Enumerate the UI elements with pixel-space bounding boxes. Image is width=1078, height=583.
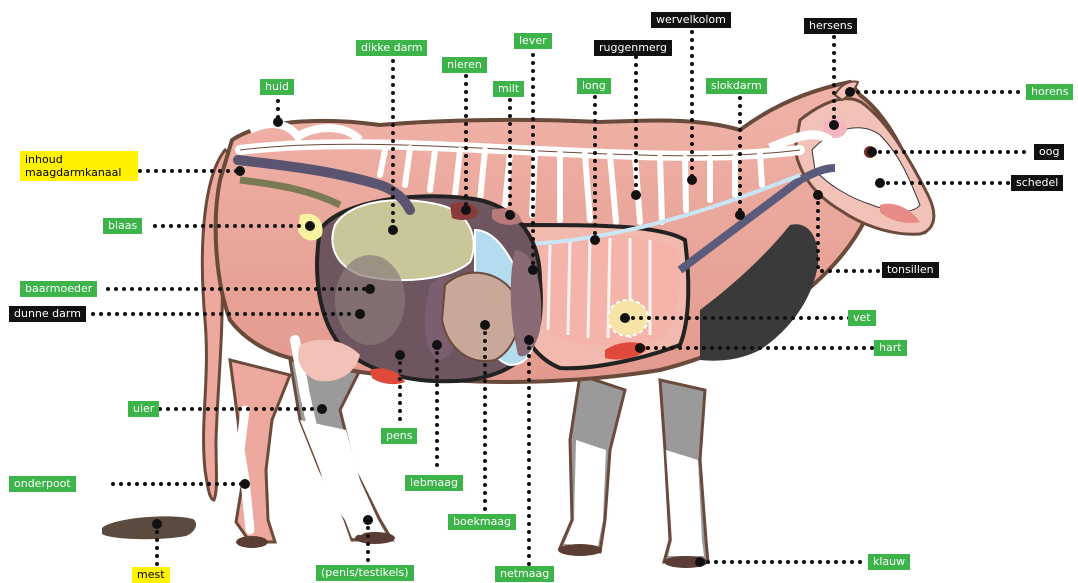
label-huid: huid: [260, 79, 294, 95]
label-oog: oog: [1034, 144, 1064, 160]
label-netmaag: netmaag: [495, 566, 554, 582]
label-lever: lever: [514, 33, 552, 49]
manure-shape: [102, 516, 196, 539]
label-dikke-darm: dikke darm: [356, 40, 427, 56]
label-slokdarm: slokdarm: [706, 78, 767, 94]
label-boekmaag: boekmaag: [448, 514, 516, 530]
label-pens: pens: [381, 428, 417, 444]
label-milt: milt: [493, 81, 524, 97]
label-tonsillen: tonsillen: [882, 262, 939, 278]
label-dunne-darm: dunne darm: [9, 306, 86, 322]
label-penis-testikels: (penis/testikels): [316, 565, 414, 581]
label-klauw: klauw: [868, 554, 910, 570]
label-hart: hart: [874, 340, 907, 356]
label-wervelkolom: wervelkolom: [651, 12, 731, 28]
label-nieren: nieren: [442, 57, 487, 73]
label-baarmoeder: baarmoeder: [20, 281, 97, 297]
lung-shape: [532, 236, 679, 345]
label-inhoud-maagdarmkanaal: inhoud maagdarmkanaal: [20, 151, 138, 181]
label-vet: vet: [848, 310, 876, 326]
label-lebmaag: lebmaag: [405, 475, 463, 491]
small-intestine-shape: [335, 255, 405, 345]
label-long: long: [577, 78, 611, 94]
label-ruggenmerg: ruggenmerg: [594, 40, 672, 56]
label-horens: horens: [1026, 84, 1073, 100]
label-hersens: hersens: [804, 18, 857, 34]
label-schedel: schedel: [1011, 175, 1063, 191]
label-uier: uier: [128, 401, 159, 417]
label-onderpoot: onderpoot: [9, 476, 76, 492]
label-mest: mest: [132, 567, 170, 583]
label-blaas: blaas: [103, 218, 142, 234]
